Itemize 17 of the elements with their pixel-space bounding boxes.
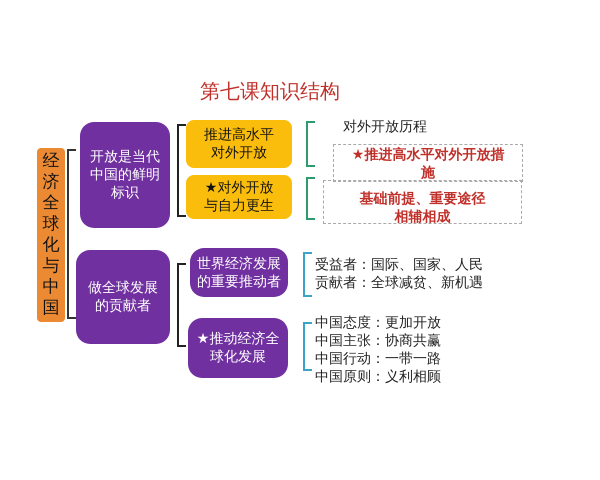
note-text: 中国主张：协商共赢 [315, 332, 441, 350]
note-text: 中国行动：一带一路 [315, 350, 441, 368]
topic-bar: 经济全球化与中国 [37, 148, 65, 322]
note-text: 对外开放历程 [343, 118, 427, 136]
topic-box: 做全球发展的贡献者 [76, 250, 170, 344]
note-box: ★推进高水平对外开放措施 [333, 144, 523, 182]
title: 第七课知识结构 [200, 78, 340, 104]
topic-box: 推进高水平对外开放 [186, 120, 292, 168]
note-text: 贡献者：全球减贫、新机遇 [315, 274, 483, 292]
topic-box: 开放是当代中国的鲜明标识 [80, 122, 170, 228]
note-text: 中国态度：更加开放 [315, 314, 441, 332]
note-text: 受益者：国际、国家、人民 [315, 256, 483, 274]
note-text: 中国原则：义利相顾 [315, 368, 441, 386]
topic-box: ★对外开放与自力更生 [186, 175, 292, 219]
topic-box: ★推动经济全球化发展 [188, 318, 288, 378]
note-box: 基础前提、重要途径相辅相成 [323, 180, 522, 224]
topic-box: 世界经济发展的重要推动者 [190, 248, 288, 297]
